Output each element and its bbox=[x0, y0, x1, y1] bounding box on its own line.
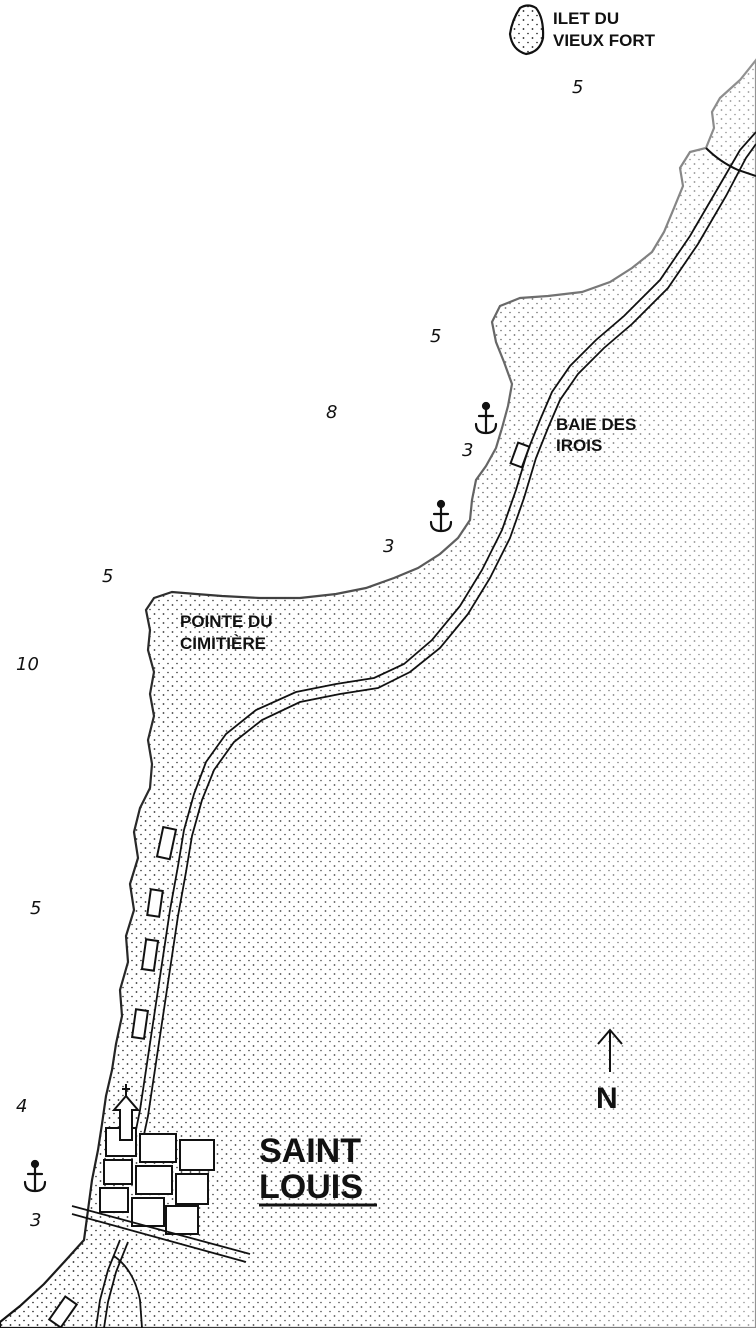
label-pointe-line2: CIMITIÈRE bbox=[180, 634, 266, 653]
sounding: 3 bbox=[383, 536, 394, 557]
town-grid bbox=[99, 1127, 215, 1235]
label-town-line2: LOUIS bbox=[259, 1168, 363, 1206]
sounding: 3 bbox=[30, 1210, 41, 1231]
label-baie-line1: BAIE DES bbox=[556, 415, 636, 434]
label-ilet-line2: VIEUX FORT bbox=[553, 31, 656, 50]
label-pointe-line1: POINTE DU bbox=[180, 612, 273, 631]
sounding: 5 bbox=[30, 898, 41, 919]
north-arrow-icon bbox=[597, 1028, 623, 1072]
sounding: 10 bbox=[16, 654, 39, 675]
label-ilet-line1: ILET DU bbox=[553, 9, 619, 28]
coastal-road bbox=[133, 131, 756, 1145]
anchor-icon bbox=[474, 401, 498, 435]
anchor-icon bbox=[429, 499, 453, 533]
sounding: 5 bbox=[572, 77, 583, 98]
roadside-buildings bbox=[47, 441, 531, 1328]
town-roads bbox=[71, 1205, 251, 1328]
label-town-line1: SAINT bbox=[259, 1132, 361, 1170]
sounding: 8 bbox=[326, 402, 337, 423]
sounding: 3 bbox=[462, 440, 473, 461]
sounding: 5 bbox=[102, 566, 113, 587]
north-label: N bbox=[596, 1082, 618, 1115]
islet bbox=[508, 4, 545, 56]
sounding: 5 bbox=[430, 326, 441, 347]
church-icon bbox=[111, 1084, 141, 1141]
label-baie-line2: IROIS bbox=[556, 436, 602, 455]
anchor-icon bbox=[23, 1159, 47, 1193]
sounding: 4 bbox=[16, 1096, 27, 1117]
